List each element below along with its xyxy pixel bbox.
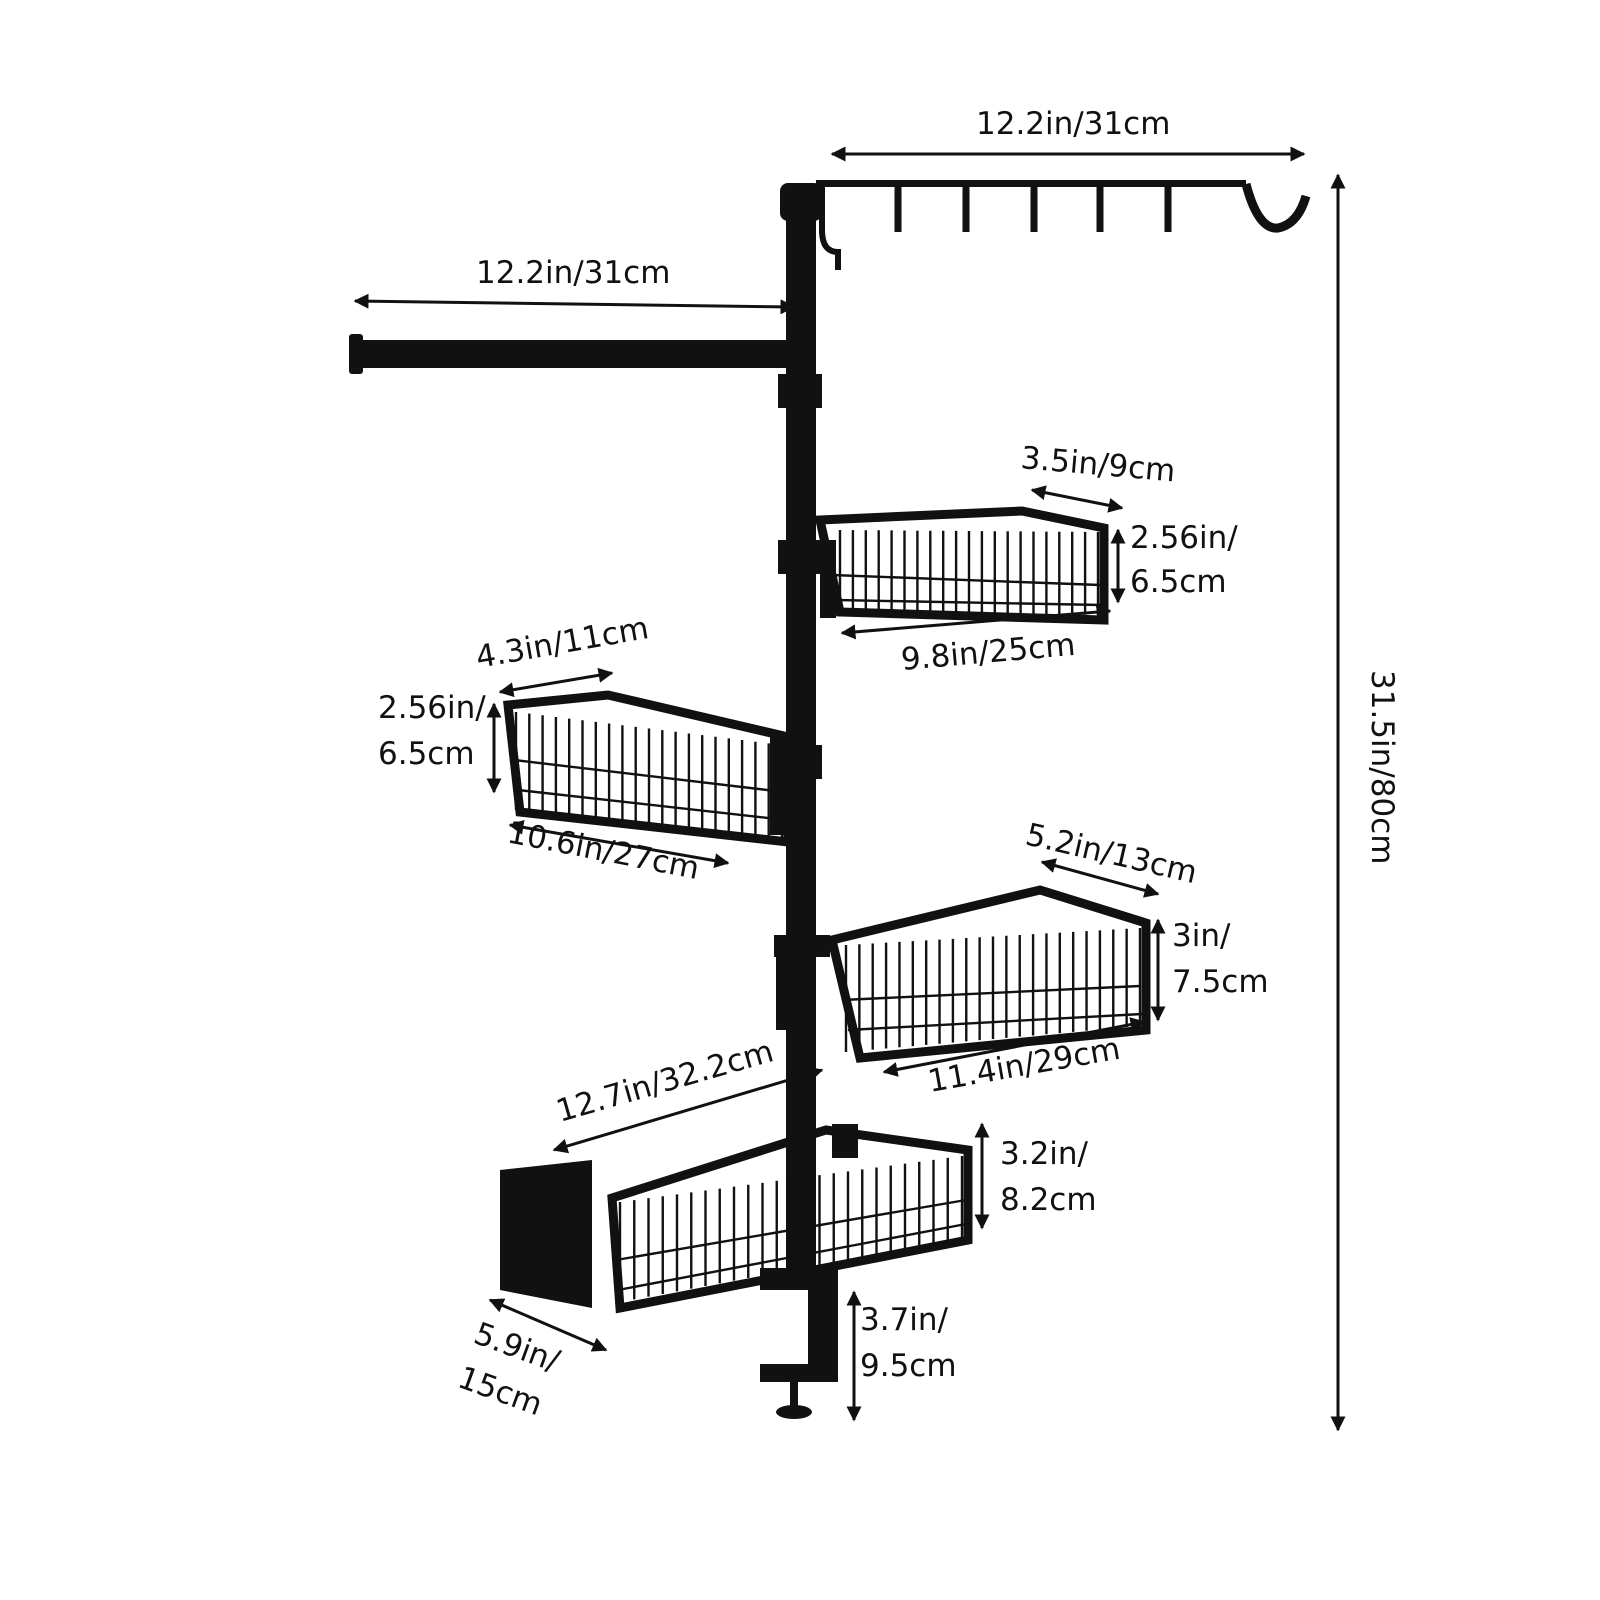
label-basket1-height-line1: 2.56in/ bbox=[1130, 520, 1238, 556]
dimension-lines bbox=[353, 146, 1346, 1432]
label-basket4-height-line2: 8.2cm bbox=[1000, 1182, 1097, 1218]
basket-1 bbox=[814, 506, 1109, 625]
label-basket4-width: 12.7in/32.2cm bbox=[552, 1033, 777, 1129]
storage-cup bbox=[500, 1160, 592, 1308]
label-basket2-depth: 4.3in/11cm bbox=[473, 610, 651, 676]
desk-clamp bbox=[760, 1268, 838, 1419]
towel-bar-rod bbox=[355, 340, 787, 368]
caddy-product bbox=[349, 180, 1311, 1419]
label-top-hook-bar: 12.2in/31cm bbox=[976, 106, 1170, 142]
label-clamp-height-line2: 9.5cm bbox=[860, 1348, 957, 1384]
label-basket3-height-line2: 7.5cm bbox=[1172, 964, 1269, 1000]
pole-collar-1 bbox=[778, 374, 822, 408]
dim-basket1-depth bbox=[1030, 485, 1124, 513]
label-basket2-height-line2: 6.5cm bbox=[378, 736, 475, 772]
label-total-height: 31.5in/80cm bbox=[1364, 670, 1400, 864]
label-basket4-height-line1: 3.2in/ bbox=[1000, 1136, 1089, 1172]
towel-bar-end-cap bbox=[349, 334, 363, 374]
towel-bar bbox=[349, 334, 787, 374]
dim-basket2-width bbox=[508, 819, 730, 869]
label-basket3-height-line1: 3in/ bbox=[1172, 918, 1231, 954]
pole-collar-2 bbox=[778, 540, 822, 574]
dim-cup-depth bbox=[488, 1298, 608, 1352]
hook-bar bbox=[816, 180, 1311, 270]
basket-2 bbox=[503, 690, 793, 848]
dim-basket3-width bbox=[882, 1017, 1146, 1077]
pole-cap bbox=[780, 183, 822, 221]
dim-basket1-width bbox=[840, 604, 1112, 640]
dim-towel-bar bbox=[353, 293, 796, 315]
hook-bar-bracket bbox=[819, 184, 841, 270]
label-basket2-height-line1: 2.56in/ bbox=[378, 690, 486, 726]
label-towel-bar: 12.2in/31cm bbox=[476, 255, 670, 291]
dim-basket3-depth bbox=[1040, 858, 1160, 898]
dim-basket2-depth bbox=[498, 667, 614, 698]
hook-bar-end-hook bbox=[1241, 182, 1311, 233]
label-basket1-depth: 3.5in/9cm bbox=[1019, 440, 1177, 489]
label-basket1-width: 9.8in/25cm bbox=[900, 627, 1077, 678]
hook-bar-rail bbox=[816, 180, 1246, 187]
label-clamp-height-line1: 3.7in/ bbox=[860, 1302, 949, 1338]
dim-basket4-width bbox=[552, 1066, 824, 1154]
basket-3 bbox=[774, 885, 1151, 1063]
label-basket1-height-line2: 6.5cm bbox=[1130, 564, 1227, 600]
